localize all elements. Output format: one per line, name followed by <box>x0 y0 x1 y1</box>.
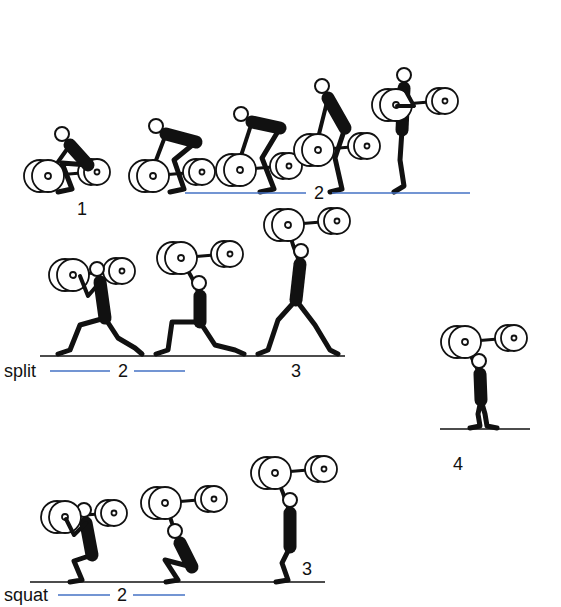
lifter-figure <box>49 258 142 354</box>
floor-line <box>40 355 345 357</box>
lifter-figure <box>216 107 302 192</box>
technique-label: split <box>4 362 36 380</box>
lifter-figure <box>24 127 110 192</box>
step-number: 1 <box>77 200 87 218</box>
step-number: 2 <box>117 586 127 604</box>
lifter-figure <box>141 486 227 582</box>
lifter-figure <box>251 456 337 582</box>
step-number: 3 <box>302 560 312 578</box>
lifter-figure <box>41 500 127 582</box>
phase-bracket <box>134 370 185 372</box>
lifter-figure <box>441 325 527 428</box>
floor-line <box>440 428 530 430</box>
step-number: 2 <box>314 184 324 202</box>
lifter-figure <box>129 119 215 192</box>
phase-bracket <box>133 594 185 596</box>
lifter-figure <box>258 208 350 354</box>
step-number: 4 <box>453 455 463 473</box>
step-number: 3 <box>291 362 301 380</box>
technique-label: squat <box>4 586 48 604</box>
floor-line <box>30 581 325 583</box>
phase-bracket <box>185 192 306 194</box>
phase-bracket <box>58 594 110 596</box>
lifter-figure <box>294 79 380 192</box>
squat-row <box>30 456 337 582</box>
step-number: 2 <box>118 362 128 380</box>
phase-bracket <box>50 370 110 372</box>
lifter-figure <box>372 68 458 192</box>
lifter-figure <box>156 241 244 354</box>
phase-bracket <box>332 192 470 194</box>
